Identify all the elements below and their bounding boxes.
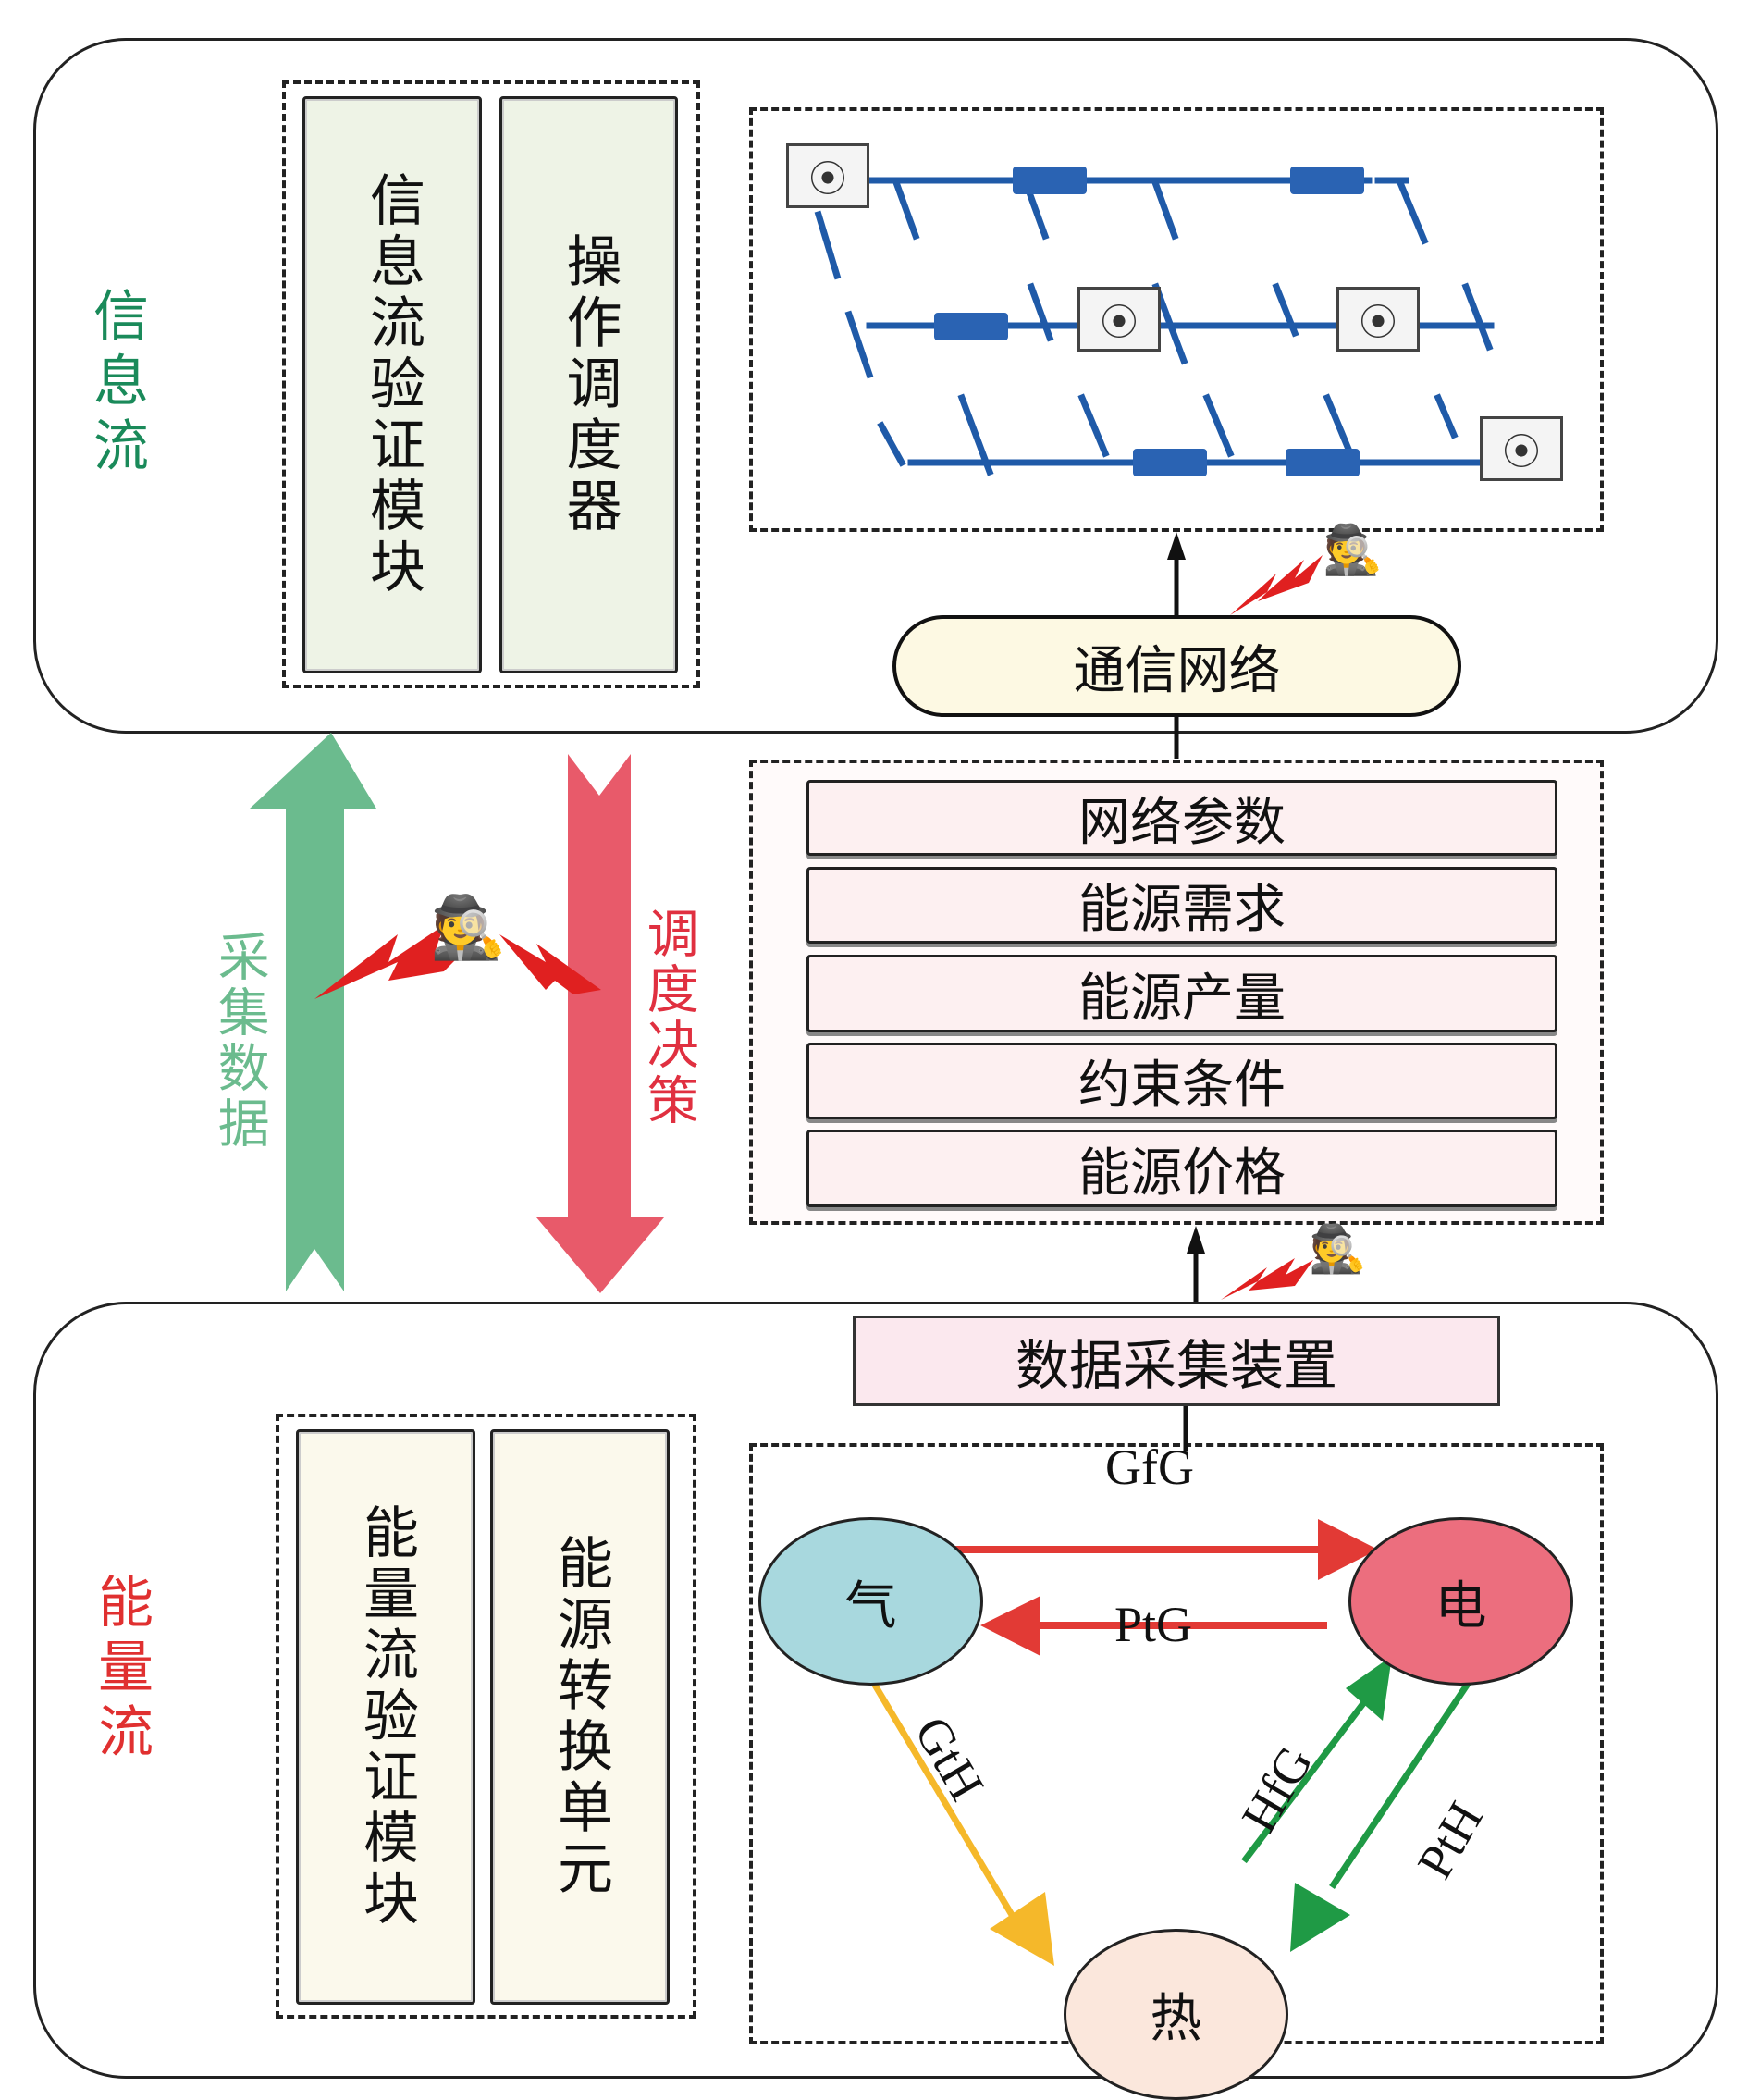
parameter-row: 能源产量	[806, 955, 1557, 1032]
power-label: 电	[1434, 1575, 1487, 1637]
gfg-label: GfG	[1105, 1439, 1194, 1495]
router-icon	[1286, 449, 1360, 476]
module-label: 操作调度器	[557, 232, 622, 537]
router-icon	[934, 313, 1008, 340]
energy-flow-panel	[33, 1302, 1718, 2079]
title-char: 信息流	[83, 287, 149, 481]
hacker-icon: 🕵	[1309, 1222, 1367, 1276]
parameter-label: 约束条件	[1078, 1056, 1286, 1116]
operation-scheduler-module: 操作调度器	[499, 96, 678, 673]
collect-data-label: 采集数据	[202, 907, 276, 1175]
parameter-label: 能源需求	[1078, 880, 1286, 940]
parameter-label: 能源产量	[1078, 968, 1286, 1029]
pth-arrow	[1329, 1671, 1478, 1889]
dispatch-decision-text: 调度决策	[638, 907, 699, 1129]
communication-network-box	[749, 107, 1604, 532]
information-flow-title: 信息流	[79, 268, 153, 500]
energy-conversion-unit: 能源转换单元	[490, 1429, 670, 2005]
module-label: 能源转换单元	[548, 1534, 613, 1900]
hacker-icon: 🕵	[430, 892, 507, 963]
title-char: 能量流	[88, 1573, 154, 1767]
info-flow-verification-module: 信息流验证模块	[302, 96, 482, 673]
communication-network-cloud: 通信网络	[892, 615, 1461, 717]
router-icon	[1290, 167, 1364, 194]
energy-modules-group	[276, 1414, 696, 2019]
heat-node: 热	[1064, 1929, 1288, 2100]
info-modules-group	[282, 80, 700, 688]
energy-flow-title: 能量流	[83, 1554, 157, 1785]
wifi-terminal-icon: ⦿	[786, 143, 869, 208]
parameter-label: 能源价格	[1078, 1143, 1286, 1204]
energy-flow-verification-module: 能量流验证模块	[296, 1429, 475, 2005]
module-label: 信息流验证模块	[360, 171, 425, 599]
parameter-label: 网络参数	[1078, 792, 1286, 853]
hacker-icon: 🕵	[1323, 523, 1383, 578]
hfg-arrow	[1241, 1699, 1367, 1864]
router-icon	[1133, 449, 1207, 476]
parameter-row: 约束条件	[806, 1043, 1557, 1119]
module-label: 能量流验证模块	[353, 1503, 419, 1931]
parameter-row: 能源需求	[806, 867, 1557, 944]
ptg-label: PtG	[1114, 1597, 1193, 1652]
gas-node: 气	[758, 1517, 983, 1686]
dispatch-decision-label: 调度决策	[631, 883, 705, 1152]
collect-data-arrow	[250, 733, 376, 1291]
data-collection-device: 数据采集装置	[853, 1316, 1500, 1406]
heat-label: 热	[1150, 1989, 1202, 2049]
wifi-terminal-icon: ⦿	[1336, 287, 1420, 352]
collector-label: 数据采集装置	[1015, 1334, 1337, 1397]
wifi-terminal-icon: ⦿	[1480, 416, 1563, 481]
dispatch-decision-arrow	[536, 754, 664, 1293]
cloud-label: 通信网络	[1073, 640, 1281, 701]
parameter-row: 网络参数	[806, 780, 1557, 856]
parameter-row: 能源价格	[806, 1130, 1557, 1207]
gth-arrow	[864, 1671, 1021, 1926]
power-node: 电	[1348, 1517, 1573, 1686]
gas-label: 气	[844, 1575, 897, 1637]
router-icon	[1013, 167, 1087, 194]
wifi-terminal-icon: ⦿	[1077, 287, 1161, 352]
collect-data-text: 采集数据	[209, 930, 270, 1152]
